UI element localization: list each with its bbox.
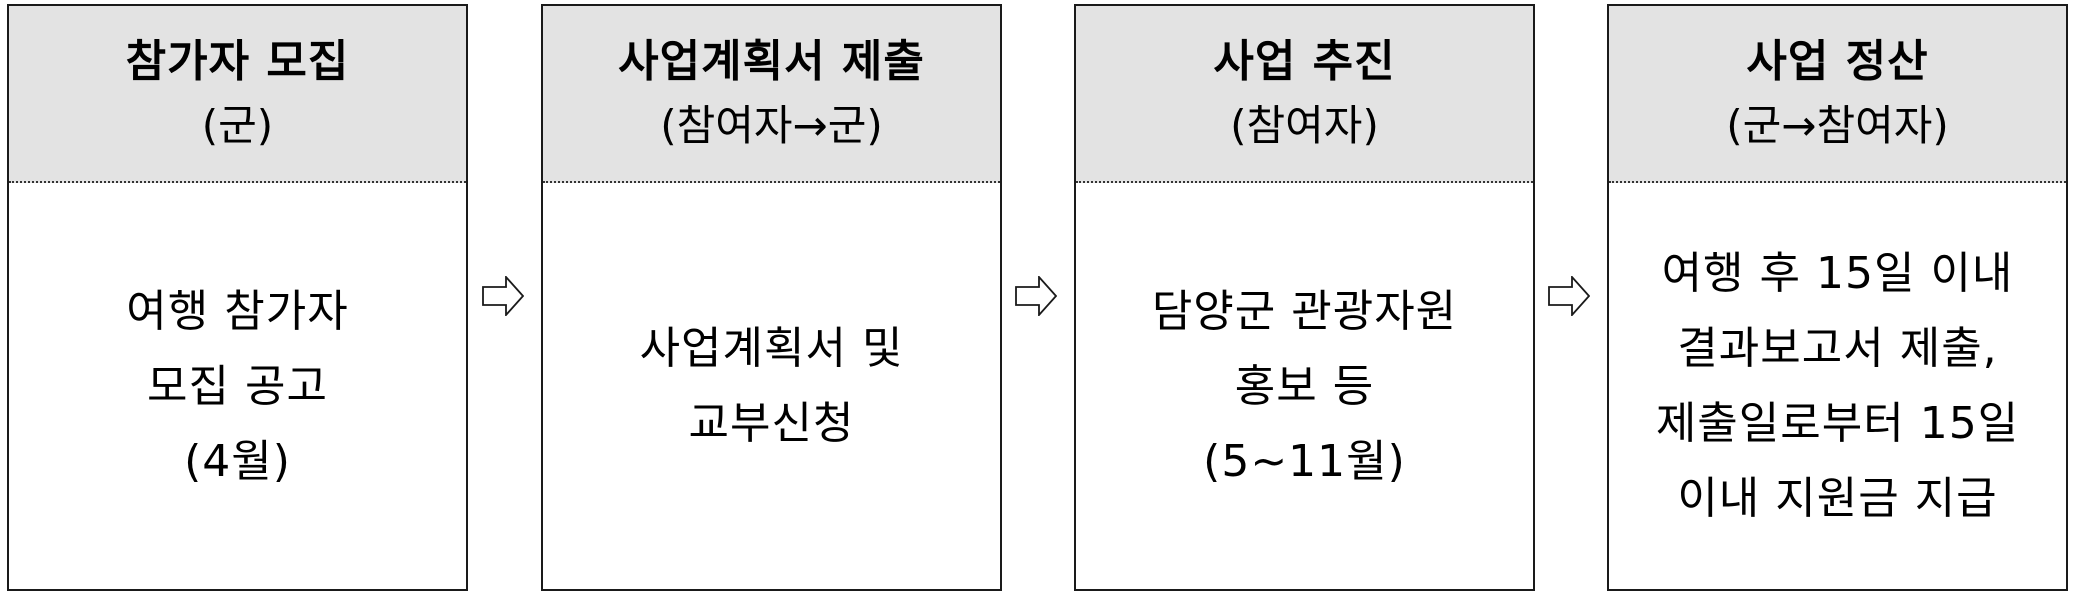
step-body-line: 모집 공고 xyxy=(147,360,328,412)
step-title: 사업 정산 xyxy=(1746,35,1929,87)
step-header: 사업 정산 (군→참여자) xyxy=(1609,6,2066,183)
step-body-line: (4월) xyxy=(184,435,291,487)
step-body-line: 여행 후 15일 이내 xyxy=(1661,248,2014,299)
step-actor: (군→참여자) xyxy=(1726,100,1949,150)
step-business-execution: 사업 추진 (참여자) 담양군 관광자원 홍보 등 (5~11월) xyxy=(1074,4,1535,591)
step-body-line: 홍보 등 xyxy=(1234,360,1375,412)
step-header: 사업 추진 (참여자) xyxy=(1076,6,1533,183)
step-body: 사업계획서 및 교부신청 xyxy=(543,183,1000,589)
step-title: 사업 추진 xyxy=(1213,35,1396,87)
step-body-line: (5~11월) xyxy=(1203,435,1406,487)
step-actor: (참여자) xyxy=(1230,100,1379,150)
step-body: 담양군 관광자원 홍보 등 (5~11월) xyxy=(1076,183,1533,589)
step-business-plan-submission: 사업계획서 제출 (참여자→군) 사업계획서 및 교부신청 xyxy=(541,4,1002,591)
step-body-line: 여행 참가자 xyxy=(126,285,349,337)
step-actor: (참여자→군) xyxy=(660,100,883,150)
step-body-line: 이내 지원금 지급 xyxy=(1677,473,1998,524)
step-body-line: 제출일로부터 15일 xyxy=(1655,398,2020,449)
right-arrow-outline-icon xyxy=(482,276,524,316)
step-title: 사업계획서 제출 xyxy=(618,35,925,87)
step-body-line: 담양군 관광자원 xyxy=(1151,285,1458,337)
step-business-settlement: 사업 정산 (군→참여자) 여행 후 15일 이내 결과보고서 제출, 제출일로… xyxy=(1607,4,2068,591)
step-header: 참가자 모집 (군) xyxy=(9,6,466,183)
step-body-line: 결과보고서 제출, xyxy=(1677,323,1998,374)
step-body-line: 사업계획서 및 xyxy=(639,323,904,374)
step-actor: (군) xyxy=(201,100,274,150)
step-participant-recruitment: 참가자 모집 (군) 여행 참가자 모집 공고 (4월) xyxy=(7,4,468,591)
step-body: 여행 후 15일 이내 결과보고서 제출, 제출일로부터 15일 이내 지원금 … xyxy=(1609,183,2066,589)
step-body: 여행 참가자 모집 공고 (4월) xyxy=(9,183,466,589)
right-arrow-outline-icon xyxy=(1548,276,1590,316)
step-title: 참가자 모집 xyxy=(125,35,350,87)
step-body-line: 교부신청 xyxy=(688,398,855,449)
right-arrow-outline-icon xyxy=(1015,276,1057,316)
step-header: 사업계획서 제출 (참여자→군) xyxy=(543,6,1000,183)
